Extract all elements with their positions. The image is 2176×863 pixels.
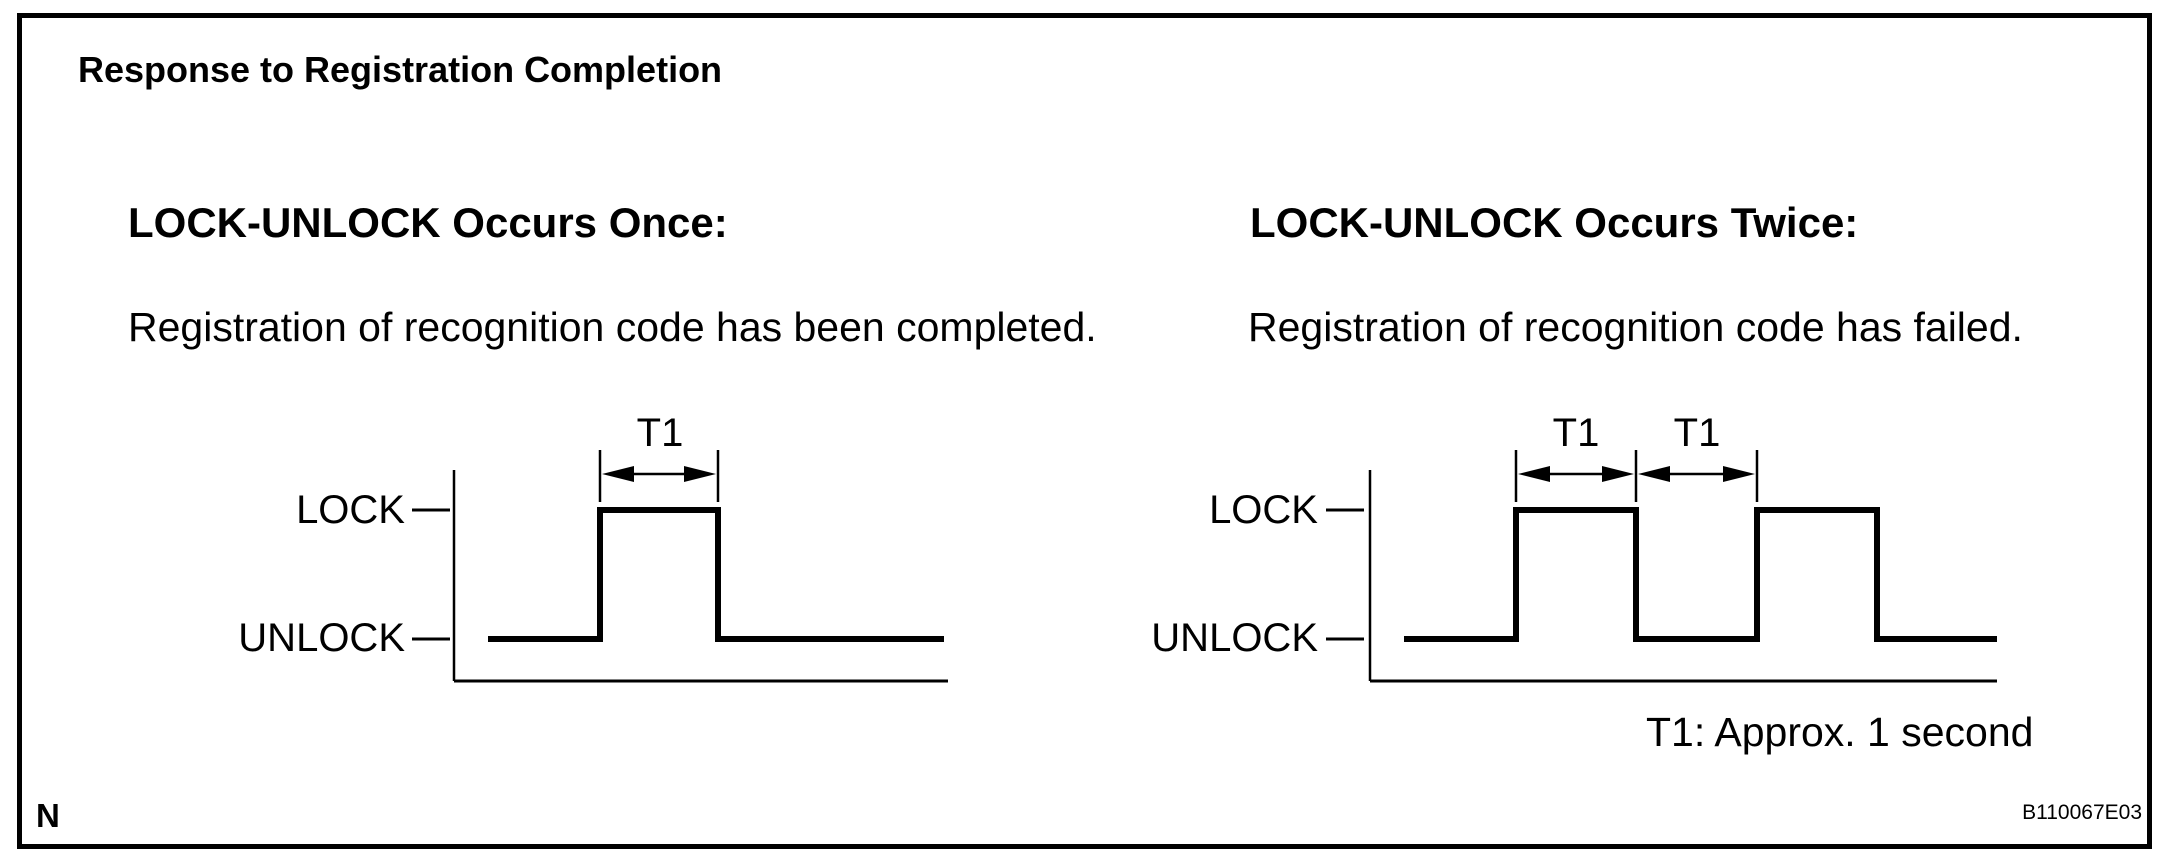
figure-frame [17,13,2152,849]
t1-label-right-2: T1 [1673,411,1721,455]
waveform-trace-single-pulse [488,507,944,642]
panel-once-heading: LOCK-UNLOCK Occurs Once: [128,199,728,246]
waveform-trace-double-pulse [1404,507,1997,642]
arrowhead-left-icon [1518,466,1550,482]
arrowhead-right-icon [684,466,716,482]
panel-once-description: Registration of recognition code has bee… [128,304,1097,350]
unlock-label-right: UNLOCK [1151,616,1318,660]
figure-title: Response to Registration Completion [78,49,723,90]
page-letter: N [36,797,60,834]
t1-label-left: T1 [636,411,684,455]
t1-label-right-1: T1 [1552,411,1600,455]
arrowhead-left-icon [1638,466,1670,482]
lock-label-left: LOCK [296,488,405,532]
arrowhead-right-icon [1723,466,1755,482]
lock-label-right: LOCK [1209,488,1318,532]
arrowhead-right-icon [1602,466,1634,482]
arrowhead-left-icon [602,466,634,482]
right-timing-diagram [1326,450,1997,683]
panel-twice-heading: LOCK-UNLOCK Occurs Twice: [1250,199,1859,246]
unlock-label-left: UNLOCK [238,616,405,660]
panel-twice-description: Registration of recognition code has fai… [1248,304,2023,350]
left-timing-diagram [412,450,948,683]
figure-code: B110067E03 [2022,801,2142,824]
t1-duration-note: T1: Approx. 1 second [1646,709,2034,755]
